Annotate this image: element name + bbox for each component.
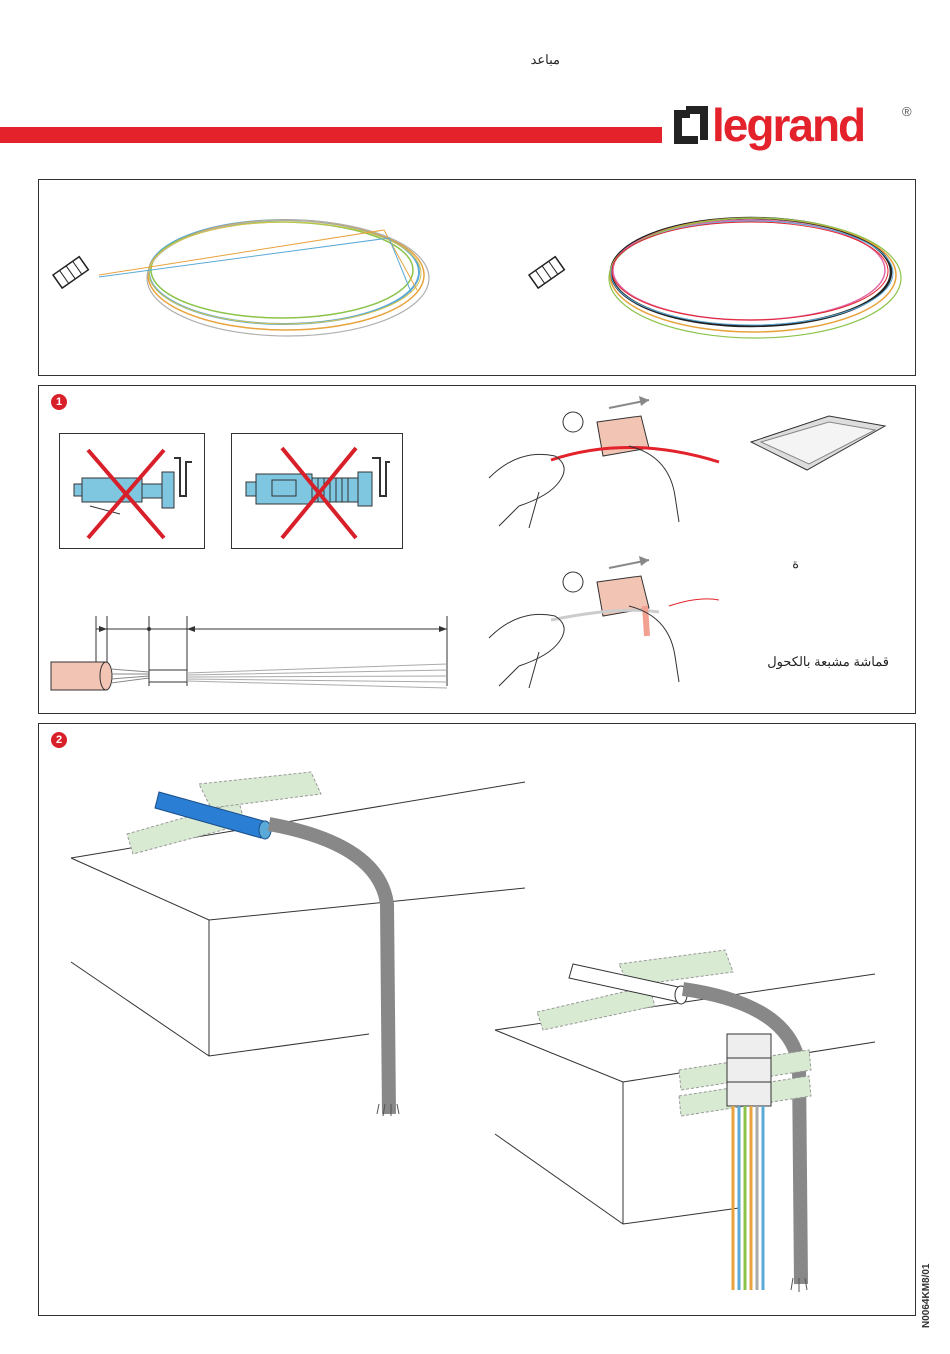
alcohol-wipe-sachet-icon [739,386,899,506]
panel-step-1: 1 [38,385,916,714]
wrong-note-label: ة [769,556,799,572]
box-mounting-illustration-right [39,724,917,1317]
alcohol-wipe-caption: قماشة مشبعة بالكحول [709,654,889,670]
panel-product [38,179,916,376]
strip-length-diagram [39,386,479,715]
document-reference: N0064KM8/01 [919,1240,935,1330]
document-reference-text: N0064KM8/01 [921,1264,932,1328]
panel-step-2: 2 [38,723,916,1316]
brand-red-bar [0,127,662,143]
brand-name: legrand [712,98,864,152]
pigtail-illustration-right [39,180,917,377]
hand-wipe-illustration [479,386,739,706]
top-arabic-label: مباعد [500,52,560,68]
registered-mark: ® [902,104,912,119]
legrand-logo-icon [672,104,712,146]
